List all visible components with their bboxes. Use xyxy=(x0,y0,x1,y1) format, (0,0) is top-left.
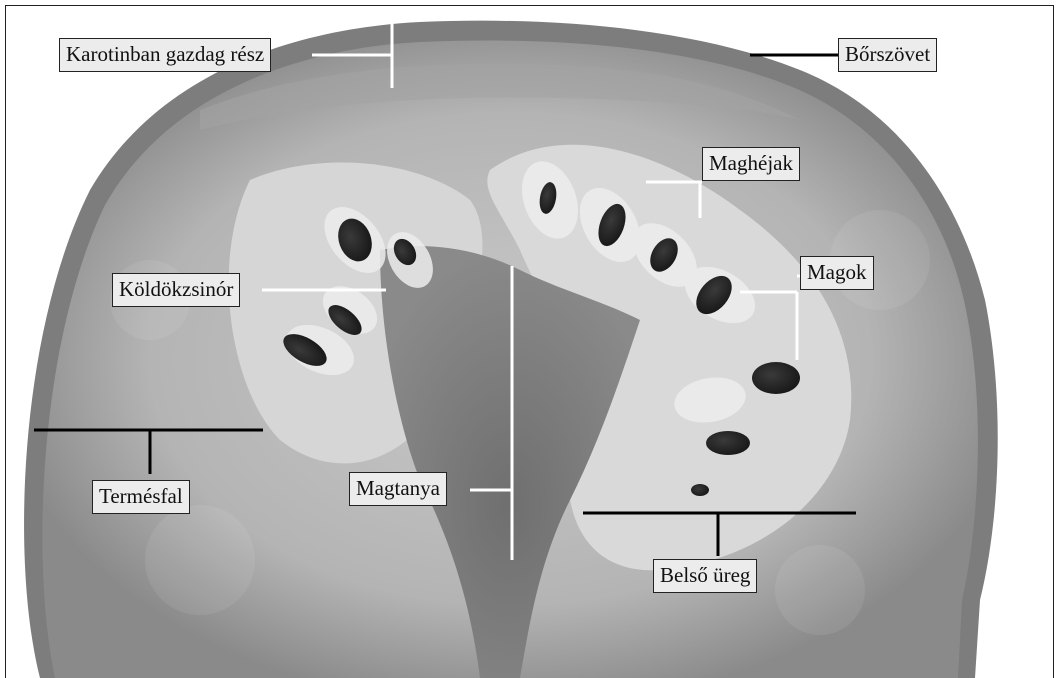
label-belso-ureg: Belső üreg xyxy=(653,559,757,593)
label-termesfal: Termésfal xyxy=(92,480,190,514)
label-karotinban-gazdag-resz: Karotinban gazdag rész xyxy=(59,38,271,72)
label-magok: Magok xyxy=(800,256,874,290)
label-magtanya: Magtanya xyxy=(349,472,447,506)
label-maghejak: Maghéjak xyxy=(702,147,800,181)
label-borszovet: Bőrszövet xyxy=(838,38,937,72)
label-koldokzsinor: Köldökzsinór xyxy=(112,273,240,307)
